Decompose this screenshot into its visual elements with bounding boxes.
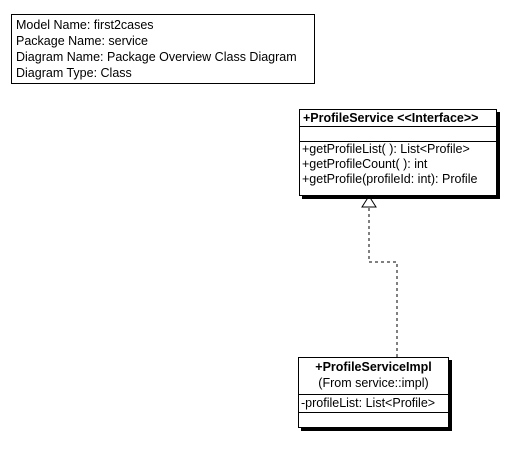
realization-line xyxy=(368,207,398,357)
diagram-name-label: Diagram Name: Package Overview Class Dia… xyxy=(16,50,297,64)
operation-get-profile: +getProfile(profileId: int): Profile xyxy=(302,172,478,186)
impl-class-origin: (From service::impl) xyxy=(318,376,429,390)
impl-class-name: +ProfileServiceImpl xyxy=(315,360,432,374)
interface-class-name: +ProfileService <<Interface>> xyxy=(303,111,479,125)
interface-class-profileservice[interactable]: +ProfileService <<Interface>> +getProfil… xyxy=(299,109,497,196)
diagram-type-label: Diagram Type: Class xyxy=(16,66,132,80)
class-profileserviceimpl[interactable]: +ProfileServiceImpl (From service::impl)… xyxy=(298,357,449,428)
impl-operations-section xyxy=(299,412,448,427)
interface-operations-section: +getProfileList( ): List<Profile> +getPr… xyxy=(300,141,496,187)
operation-get-profile-count: +getProfileCount( ): int xyxy=(302,157,428,171)
impl-attributes-section: -profileList: List<Profile> xyxy=(299,394,448,412)
interface-attributes-section xyxy=(300,126,496,141)
package-name-label: Package Name: service xyxy=(16,34,149,48)
diagram-info-box: Model Name: first2cases Package Name: se… xyxy=(11,14,315,84)
realization-arrowhead xyxy=(361,195,377,208)
impl-class-header: +ProfileServiceImpl (From service::impl) xyxy=(299,358,448,394)
model-name-label: Model Name: first2cases xyxy=(16,18,154,32)
operation-get-profile-list: +getProfileList( ): List<Profile> xyxy=(302,142,470,156)
attribute-profile-list: -profileList: List<Profile> xyxy=(301,396,436,410)
